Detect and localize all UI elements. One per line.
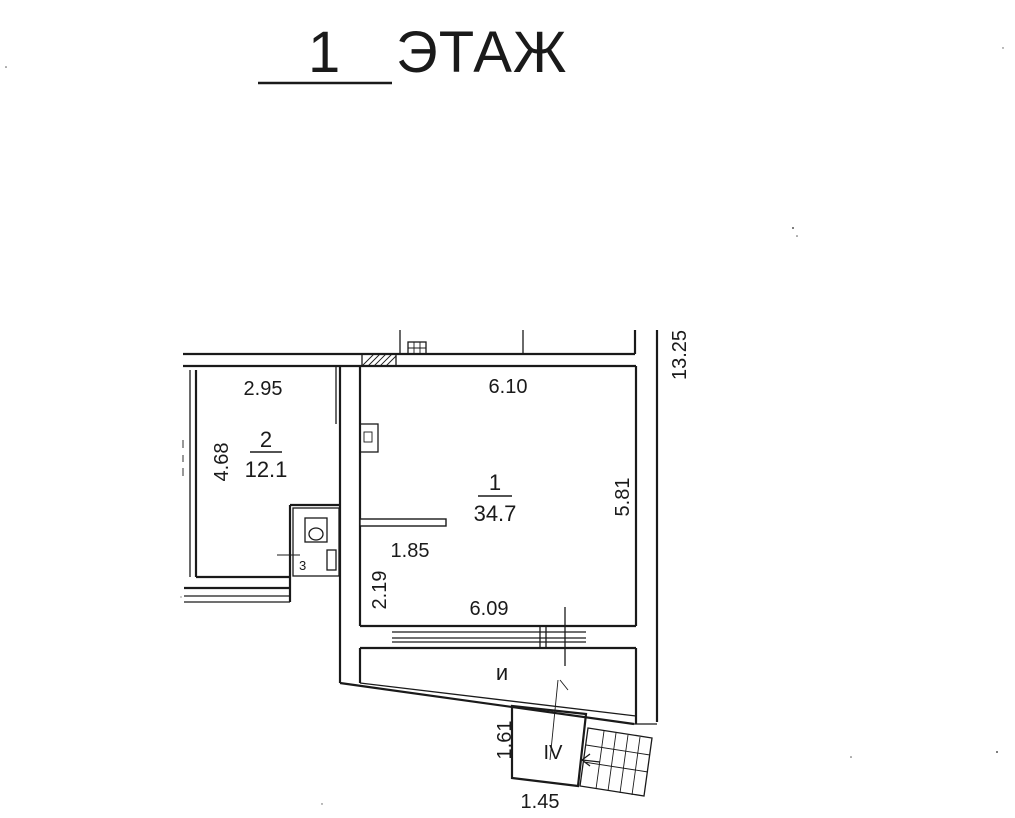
room-2-label: 2 12.1: [245, 427, 288, 482]
exterior-walls: [183, 330, 659, 726]
dim-overall-right: 13.25: [669, 330, 691, 380]
window-bottom: [392, 607, 586, 666]
dim-room1-right: 5.81: [612, 478, 634, 517]
dim-room2-left: 4.68: [211, 443, 233, 482]
dim-porch-height: 1.61: [494, 721, 516, 760]
hatched-column: [361, 353, 397, 367]
window-top: [399, 330, 524, 355]
bathroom: [277, 507, 340, 577]
room-1-label: 1 34.7: [474, 470, 517, 526]
toilet-icon: [304, 517, 328, 543]
stairs: [579, 727, 653, 797]
wall-niche: [359, 423, 379, 453]
dim-room2-top: 2.95: [244, 378, 283, 400]
dim-room1-partition: 1.85: [391, 540, 430, 562]
scan-noise: [5, 47, 1004, 805]
dim-room1-top: 6.10: [489, 376, 528, 398]
porch: [510, 679, 588, 788]
room-1-area: 34.7: [474, 501, 517, 526]
room-3-number: 3: [299, 558, 306, 573]
room-2-number: 2: [260, 427, 272, 452]
room-2-walls: [184, 366, 340, 603]
zone-label-i: и: [496, 660, 508, 685]
room-2-area: 12.1: [245, 457, 288, 482]
floor-label: ЭТАЖ: [396, 20, 567, 85]
dim-room1-bottom: 6.09: [470, 598, 509, 620]
room-1-number: 1: [489, 470, 501, 495]
sink-icon: [326, 549, 337, 571]
dim-porch-width: 1.45: [521, 791, 560, 813]
zone-label-iv: IV: [544, 742, 564, 764]
dim-room1-left-lower: 2.19: [369, 571, 391, 610]
partition-wall: [359, 518, 447, 527]
floor-number: 1: [308, 20, 340, 85]
